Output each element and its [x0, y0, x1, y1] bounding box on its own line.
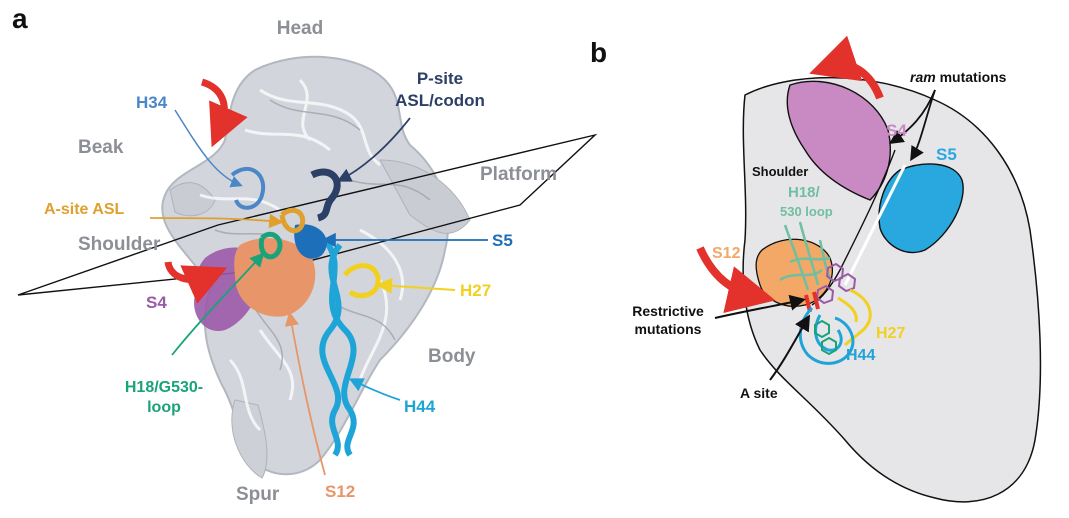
panel-b-letter: b — [590, 37, 607, 68]
green-ring-motifs — [814, 319, 837, 356]
s12-callout — [284, 311, 326, 476]
cleft-line-2 — [843, 164, 907, 286]
shoulder-label-b: Shoulder — [752, 164, 808, 179]
ram-mutations-label: ram mutations — [910, 69, 1007, 85]
h34-helix — [230, 167, 266, 210]
panel-b: b — [590, 35, 1042, 503]
s4-region — [786, 80, 891, 201]
psite-asl — [310, 168, 341, 222]
asite-label: A-site ASL — [44, 201, 125, 218]
h27-strand — [843, 288, 872, 347]
panel-a: a — [12, 3, 598, 505]
h18-label-b: H18/ — [788, 184, 821, 201]
s12-label-b: S12 — [712, 245, 741, 262]
h27-label-b: H27 — [876, 325, 905, 342]
beak-label: Beak — [78, 137, 124, 158]
spur-label: Spur — [236, 484, 280, 505]
h18-loop — [258, 231, 283, 260]
s4-label-b: S4 — [886, 121, 907, 140]
shoulder-rotation-arrow — [164, 261, 228, 304]
s12-rotation-arrow — [696, 246, 776, 314]
h44-helix-2 — [319, 243, 343, 457]
h27-callout — [376, 277, 456, 294]
asite-label-b: A site — [740, 385, 778, 401]
s4-rotation-arrow — [809, 35, 884, 100]
shoulder-label: Shoulder — [78, 234, 161, 255]
asite-callout — [149, 213, 284, 229]
h34-label: H34 — [136, 93, 168, 112]
h27-label: H27 — [460, 281, 491, 300]
h18-label-b-2: 530 loop — [780, 204, 833, 219]
restrictive-callout — [714, 294, 806, 319]
platform-label: Platform — [480, 164, 557, 185]
h27-strand-2 — [837, 296, 858, 323]
psite-callout — [336, 117, 411, 182]
asite-asl — [279, 207, 306, 234]
h18-label-2: loop — [147, 399, 181, 416]
h44-label-b: H44 — [846, 347, 875, 364]
psite-label: P-site — [417, 69, 463, 88]
s12-label: S12 — [325, 482, 355, 501]
h44-label: H44 — [404, 397, 436, 416]
s5-label: S5 — [492, 231, 513, 250]
asite-callout-b — [769, 314, 811, 381]
h18-callout — [171, 252, 265, 356]
panel-a-letter: a — [12, 3, 28, 34]
s4-label: S4 — [146, 293, 167, 312]
s5-label-b: S5 — [936, 145, 957, 164]
h18-strands — [779, 221, 832, 291]
body-label: Body — [428, 346, 476, 367]
head-rotation-arrow — [200, 78, 248, 148]
psite-label-2: ASL/codon — [395, 91, 485, 110]
ram-callout-2 — [910, 89, 936, 162]
head-label: Head — [277, 18, 323, 39]
h18-label: H18/G530- — [125, 379, 203, 396]
s5-region — [878, 163, 964, 254]
s5-protein — [294, 224, 327, 259]
restrictive-label: Restrictive — [632, 303, 704, 319]
h44-callout — [348, 378, 401, 401]
h34-callout — [174, 109, 243, 188]
restrictive-label-2: mutations — [635, 321, 702, 337]
